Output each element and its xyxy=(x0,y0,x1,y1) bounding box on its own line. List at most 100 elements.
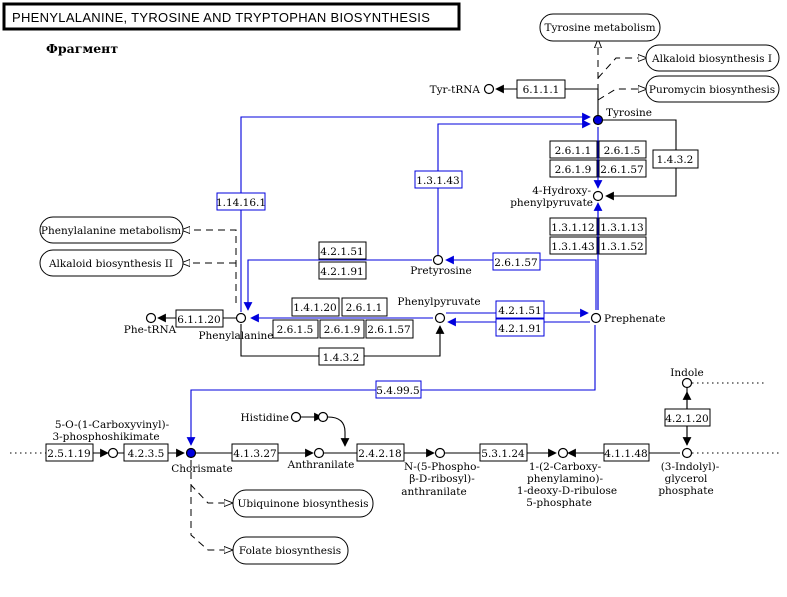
pathway-alkaloid-biosynthesis-2[interactable]: Alkaloid biosynthesis II xyxy=(39,249,184,277)
compound-prephenate-label: Prephenate xyxy=(604,313,665,325)
enzyme-4-2-1-51-pretyr[interactable]: 4.2.1.51 xyxy=(318,241,367,260)
pathway-folate-biosynthesis[interactable]: Folate biosynthesis xyxy=(232,536,349,565)
pathway-ubiquinone-biosynthesis-label: Ubiquinone biosynthesis xyxy=(238,498,369,510)
enzyme-6-1-1-1-label: 6.1.1.1 xyxy=(523,84,560,96)
enzyme-1-3-1-52[interactable]: 1.3.1.52 xyxy=(598,236,647,255)
enzyme-4-2-3-5-label: 4.2.3.5 xyxy=(128,448,165,460)
compound-chorismate[interactable]: Chorismate xyxy=(171,447,233,476)
compound-cdrp[interactable]: 1-(2-Carboxy- phenylamino)- 1-deoxy-D-ri… xyxy=(517,447,617,510)
enzyme-5-3-1-24[interactable]: 5.3.1.24 xyxy=(479,443,528,462)
enzyme-2-6-1-9-phe[interactable]: 2.6.1.9 xyxy=(319,319,365,339)
pathway-tyrosine-metabolism[interactable]: Tyrosine metabolism xyxy=(539,13,661,42)
enzyme-2-6-1-9-phe-label: 2.6.1.9 xyxy=(324,324,361,336)
enzyme-4-2-1-20-label: 4.2.1.20 xyxy=(665,413,708,425)
enzyme-5-4-99-5[interactable]: 5.4.99.5 xyxy=(375,380,422,399)
compound-indole[interactable]: Indole xyxy=(670,367,704,389)
compound-cdrp-label-1: 1-(2-Carboxy- xyxy=(529,461,602,473)
compound-prephenate[interactable]: Prephenate xyxy=(590,312,666,325)
enzyme-1-4-3-2-tyr[interactable]: 1.4.3.2 xyxy=(652,149,699,169)
enzyme-2-6-1-57-pretyr[interactable]: 2.6.1.57 xyxy=(492,252,541,271)
enzyme-2-6-1-57-phe[interactable]: 2.6.1.57 xyxy=(365,319,414,339)
compound-cepsp[interactable]: 5-O-(1-Carboxyvinyl)- 3-phosphoshikimate xyxy=(52,419,170,459)
enzyme-4-2-1-91-prephenate[interactable]: 4.2.1.91 xyxy=(495,318,545,337)
compound-tyr-trna-label: Tyr-tRNA xyxy=(430,84,481,96)
enzyme-4-1-3-27[interactable]: 4.1.3.27 xyxy=(231,443,279,462)
enzyme-2-6-1-5-phe[interactable]: 2.6.1.5 xyxy=(272,319,319,339)
enzyme-1-14-16-1-label: 1.14.16.1 xyxy=(216,197,266,209)
enzyme-2-6-1-1-phe[interactable]: 2.6.1.1 xyxy=(341,297,388,317)
compound-igp-label-2: glycerol xyxy=(665,473,708,485)
compound-tyrosine[interactable]: Tyrosine xyxy=(592,107,653,126)
enzyme-4-2-1-51-prephenate[interactable]: 4.2.1.51 xyxy=(495,300,545,319)
compound-histidine-label: Histidine xyxy=(240,412,289,424)
enzyme-1-4-1-20[interactable]: 1.4.1.20 xyxy=(291,297,340,317)
compound-cdrp-label-2: phenylamino)- xyxy=(527,473,604,485)
compound-pretyrosine[interactable]: Pretyrosine xyxy=(410,254,472,278)
compound-hppyruvate-label-1: 4-Hydroxy- xyxy=(532,185,591,197)
enzyme-4-2-1-51-prephenate-label: 4.2.1.51 xyxy=(498,305,541,317)
compound-pretyrosine-label: Pretyrosine xyxy=(410,265,472,277)
reaction-lines-present xyxy=(186,112,603,446)
enzyme-1-3-1-12[interactable]: 1.3.1.12 xyxy=(549,217,598,236)
enzyme-2-6-1-57-pretyr-label: 2.6.1.57 xyxy=(494,257,537,269)
enzyme-1-3-1-13[interactable]: 1.3.1.13 xyxy=(598,217,647,236)
enzyme-6-1-1-1[interactable]: 6.1.1.1 xyxy=(516,79,566,99)
pathway-ubiquinone-biosynthesis[interactable]: Ubiquinone biosynthesis xyxy=(232,489,374,518)
enzyme-4-2-1-20[interactable]: 4.2.1.20 xyxy=(664,408,711,427)
compound-phenylpyruvate[interactable]: Phenylpyruvate xyxy=(397,296,481,324)
enzyme-4-1-3-27-label: 4.1.3.27 xyxy=(233,448,276,460)
compound-cepsp-label-1: 5-O-(1-Carboxyvinyl)- xyxy=(55,419,170,431)
compound-tyr-trna[interactable]: Tyr-tRNA xyxy=(430,83,495,96)
map-title: PHENYLALANINE, TYROSINE AND TRYPTOPHAN B… xyxy=(2,2,461,31)
compound-histidine-product[interactable] xyxy=(317,411,329,423)
enzyme-1-4-3-2-tyr-label: 1.4.3.2 xyxy=(657,154,694,166)
compound-tyrosine-label: Tyrosine xyxy=(606,107,652,119)
enzyme-1-14-16-1[interactable]: 1.14.16.1 xyxy=(216,192,266,211)
enzyme-4-2-1-91-pretyr[interactable]: 4.2.1.91 xyxy=(318,261,367,280)
pathway-puromycin-biosynthesis[interactable]: Puromycin biosynthesis xyxy=(645,75,780,103)
compound-4-hydroxyphenylpyruvate[interactable]: 4-Hydroxy- phenylpyruvate xyxy=(510,185,604,209)
enzyme-2-6-1-57-tyr-label: 2.6.1.57 xyxy=(600,164,643,176)
pathway-tyrosine-metabolism-label: Tyrosine metabolism xyxy=(544,22,655,34)
enzyme-2-5-1-19-label: 2.5.1.19 xyxy=(47,448,90,460)
enzyme-1-3-1-43-pretyr-label: 1.3.1.43 xyxy=(416,175,459,187)
enzyme-2-6-1-57-phe-label: 2.6.1.57 xyxy=(367,324,410,336)
enzyme-2-6-1-57-tyr[interactable]: 2.6.1.57 xyxy=(598,159,647,178)
compound-phe-trna-label: Phe-tRNA xyxy=(124,324,177,336)
enzyme-2-6-1-1-phe-label: 2.6.1.1 xyxy=(346,302,383,314)
compound-igp[interactable]: (3-Indolyl)- glycerol phosphate xyxy=(658,447,720,498)
compound-cdrp-label-4: 5-phosphate xyxy=(526,497,592,509)
enzyme-2-6-1-5-phe-label: 2.6.1.5 xyxy=(277,324,314,336)
enzyme-2-5-1-19[interactable]: 2.5.1.19 xyxy=(45,443,94,462)
enzyme-1-4-3-2-phe[interactable]: 1.4.3.2 xyxy=(318,347,365,366)
compound-chorismate-label: Chorismate xyxy=(171,463,233,475)
pathway-alkaloid-biosynthesis-1[interactable]: Alkaloid biosynthesis I xyxy=(645,44,780,72)
compound-igp-label-1: (3-Indolyl)- xyxy=(661,461,720,473)
pathway-phenylalanine-metabolism[interactable]: Phenylalanine metabolism xyxy=(39,216,184,244)
compound-phe-trna[interactable]: Phe-tRNA xyxy=(124,312,177,337)
enzyme-4-1-1-48-label: 4.1.1.48 xyxy=(604,448,647,460)
compound-igp-label-3: phosphate xyxy=(658,485,713,497)
map-title-text: PHENYLALANINE, TYROSINE AND TRYPTOPHAN B… xyxy=(12,10,430,25)
compound-prpa-label-2: β-D-ribosyl)- xyxy=(409,473,475,485)
enzyme-4-2-1-51-pretyr-label: 4.2.1.51 xyxy=(320,246,363,258)
fragment-label: Фрагмент xyxy=(46,41,118,56)
enzyme-2-6-1-5-tyr[interactable]: 2.6.1.5 xyxy=(598,140,647,159)
compound-phenylalanine[interactable]: Phenylalanine xyxy=(198,312,274,343)
enzyme-4-2-3-5[interactable]: 4.2.3.5 xyxy=(123,443,169,462)
enzyme-2-4-2-18[interactable]: 2.4.2.18 xyxy=(356,443,405,462)
enzyme-2-6-1-9-tyr[interactable]: 2.6.1.9 xyxy=(549,159,598,178)
enzyme-4-1-1-48[interactable]: 4.1.1.48 xyxy=(603,443,650,462)
enzyme-2-6-1-1-tyr[interactable]: 2.6.1.1 xyxy=(549,140,598,159)
compound-histidine[interactable]: Histidine xyxy=(240,411,302,424)
enzyme-1-3-1-43-pretyr[interactable]: 1.3.1.43 xyxy=(414,170,463,189)
compound-anthranilate[interactable]: Anthranilate xyxy=(287,447,355,472)
compound-cdrp-label-3: 1-deoxy-D-ribulose xyxy=(517,485,617,497)
pathway-folate-biosynthesis-label: Folate biosynthesis xyxy=(239,545,341,557)
enzyme-4-2-1-91-pretyr-label: 4.2.1.91 xyxy=(320,266,363,278)
pathway-alkaloid-biosynthesis-1-label: Alkaloid biosynthesis I xyxy=(651,53,772,65)
enzyme-6-1-1-20[interactable]: 6.1.1.20 xyxy=(175,309,224,328)
compound-prpa[interactable]: N-(5-Phospho- β-D-ribosyl)- anthranilate xyxy=(401,447,480,499)
enzyme-1-3-1-43-hpp[interactable]: 1.3.1.43 xyxy=(549,236,598,255)
